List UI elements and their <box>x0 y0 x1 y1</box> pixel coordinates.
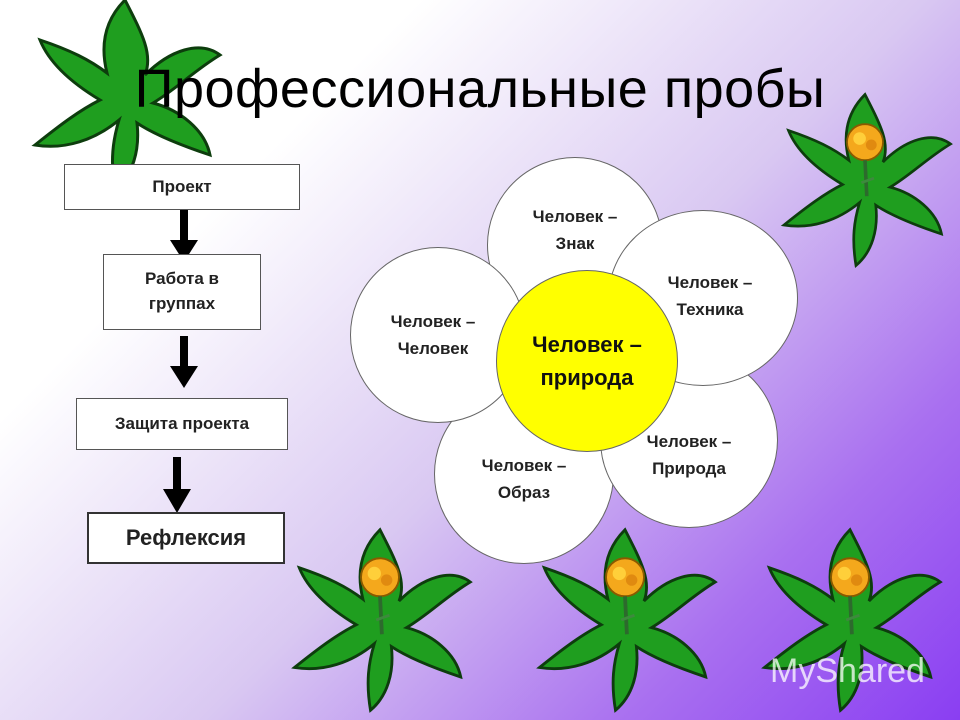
flower-center: Человек – природа <box>496 270 678 452</box>
petal-label: Человек – Человек <box>390 311 476 358</box>
watermark-logo: MyShared <box>770 652 925 691</box>
step-reflection: Рефлексия <box>87 512 285 564</box>
arrow-down-icon <box>170 336 198 388</box>
step-label: Рефлексия <box>125 525 247 550</box>
step-label: Работа в группах <box>145 269 219 313</box>
arrow-down-icon <box>170 210 198 262</box>
page-title: Профессиональные пробы <box>134 59 826 119</box>
flower-center-label: Человек – природа <box>532 332 642 390</box>
step-label: Защита проекта <box>114 414 250 433</box>
leaf-flower-bottom-1 <box>293 528 472 712</box>
step-defense: Защита проекта <box>76 398 288 450</box>
step-label: Проект <box>152 177 212 196</box>
petal-label: Человек – Техника <box>667 272 753 319</box>
arrow-down-icon <box>163 457 191 513</box>
petal-label: Человек – Знак <box>532 206 618 253</box>
step-groups: Работа в группах <box>103 254 261 330</box>
watermark-text: MyShared <box>770 652 925 690</box>
step-project: Проект <box>64 164 300 210</box>
petal-label: Человек – Образ <box>481 455 567 502</box>
petal-label: Человек – Природа <box>646 431 732 478</box>
